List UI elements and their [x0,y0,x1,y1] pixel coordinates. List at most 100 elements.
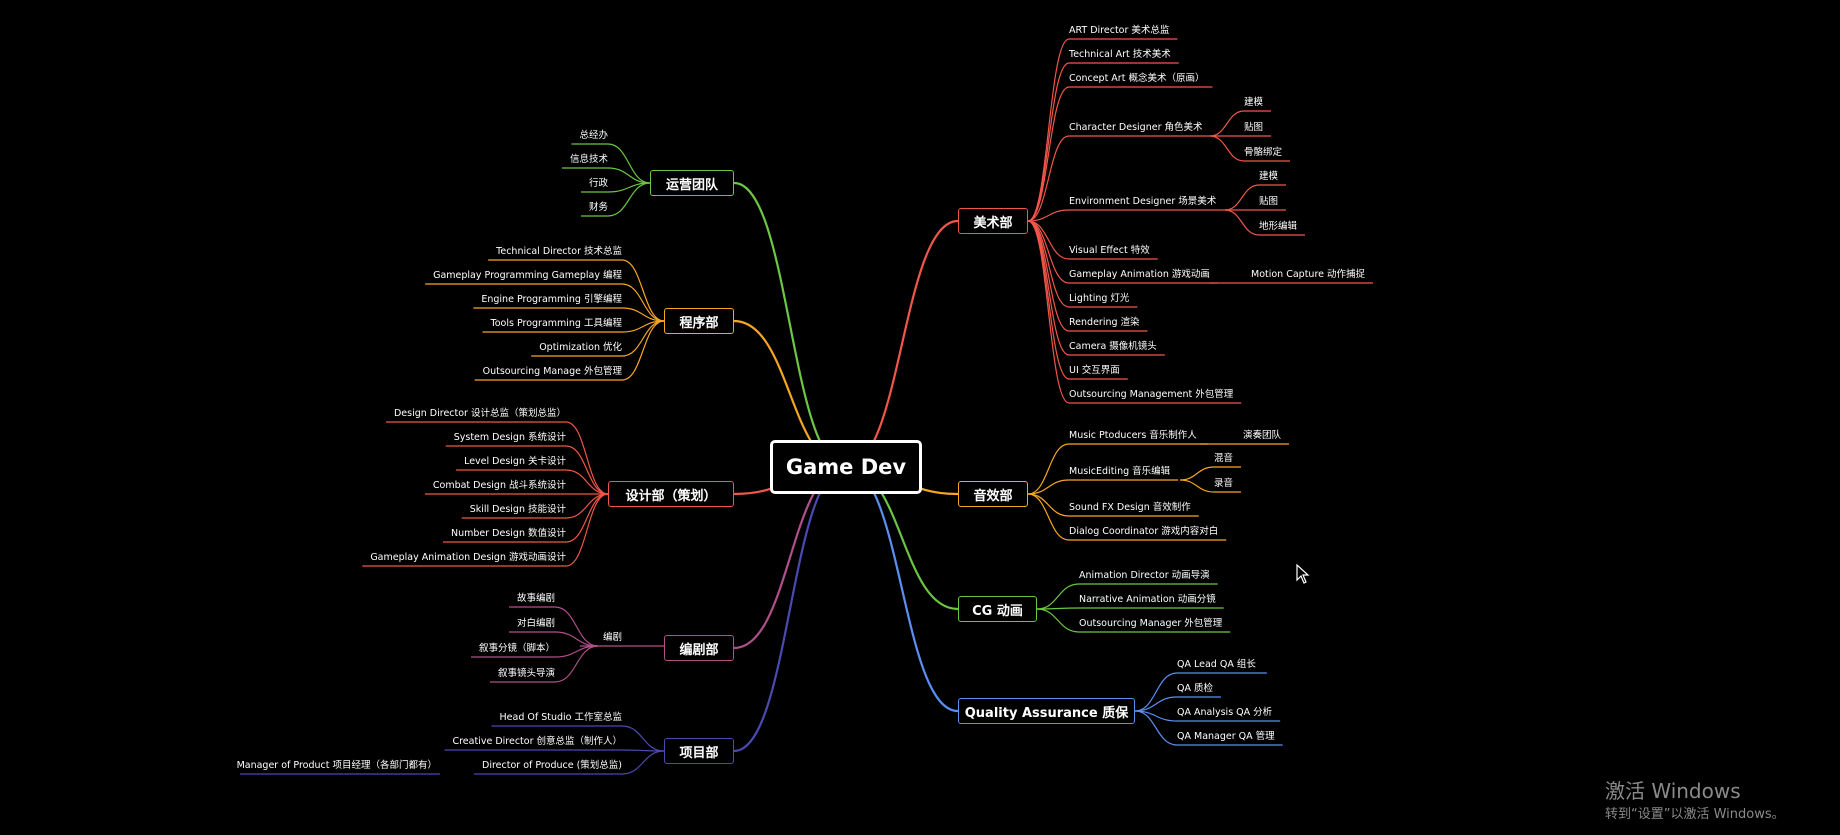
connector-line [1036,583,1080,610]
connector-line [621,320,665,381]
art-item[interactable]: Camera 摄像机镜头 [1069,341,1157,352]
art-character-sub[interactable]: 贴图 [1244,122,1264,133]
connector-line [1134,710,1178,746]
art-item[interactable]: Technical Art 技术美术 [1069,49,1171,60]
branch-audio[interactable]: 音效部 [958,481,1028,507]
branch-project[interactable]: 项目部 [664,738,734,764]
ops-item[interactable]: 总经办 [579,130,608,141]
art-environment-sub[interactable]: 地形编辑 [1259,221,1298,232]
art-environment-sub[interactable]: 贴图 [1259,196,1279,207]
connector-line [1209,110,1245,137]
audio-item[interactable]: Dialog Coordinator 游戏内容对白 [1069,526,1219,537]
connector-line [621,750,665,775]
connector-line [1027,220,1070,404]
art-item[interactable]: Concept Art 概念美术（原画） [1069,73,1205,84]
connector-line [1027,493,1070,541]
connector-line [607,182,651,217]
ops-item[interactable]: 行政 [588,178,608,189]
connector-line [1027,209,1070,222]
design-item[interactable]: Design Director 设计总监（策划总监） [393,408,566,419]
design-item[interactable]: Gameplay Animation Design 游戏动画设计 [370,552,566,563]
design-item[interactable]: System Design 系统设计 [453,432,566,443]
project-item[interactable]: Head Of Studio 工作室总监 [499,712,622,723]
activation-watermark-title: 激活 Windows [1605,779,1741,803]
art-item[interactable]: Character Designer 角色美术 [1069,122,1203,133]
audio-item[interactable]: MusicEditing 音乐编辑 [1069,466,1171,477]
art-environment-sub[interactable]: 建模 [1259,171,1279,182]
art-item[interactable]: UI 交互界面 [1069,365,1120,376]
art-animation-sub[interactable]: Motion Capture 动作捕捉 [1251,269,1366,280]
audio-item[interactable]: Sound FX Design 音效制作 [1069,502,1191,513]
art-character-sub[interactable]: 建模 [1244,97,1264,108]
audio-producer-sub[interactable]: 演奏团队 [1243,430,1282,441]
qa-item[interactable]: QA Lead QA 组长 [1177,659,1256,670]
connector-line [621,259,665,322]
art-item[interactable]: Environment Designer 场景美术 [1069,196,1217,207]
connector-line [607,143,651,184]
qa-item[interactable]: QA Analysis QA 分析 [1177,707,1273,718]
art-item[interactable]: ART Director 美术总监 [1069,25,1170,36]
script-item[interactable]: 对白编剧 [516,618,555,629]
branch-design[interactable]: 设计部（策划） [608,481,734,507]
program-item[interactable]: Technical Director 技术总监 [496,246,622,257]
script-item[interactable]: 叙事镜头导演 [497,668,555,679]
design-item[interactable]: Combat Design 战斗系统设计 [432,480,566,491]
project-item[interactable]: Creative Director 创意总监（制作人） [452,736,622,747]
script-mid[interactable]: 编剧 [602,632,622,643]
script-item[interactable]: 叙事分镜（脚本） [478,643,555,654]
design-item[interactable]: Skill Design 技能设计 [469,504,566,515]
project-produce-sub[interactable]: Manager of Product 项目经理（各部门都有） [236,760,437,771]
connector-line [554,645,599,683]
project-item[interactable]: Director of Produce (策划总监) [482,760,622,771]
central-topic[interactable]: Game Dev [770,440,922,494]
script-item[interactable]: 故事编剧 [516,593,555,604]
connector-line [1209,135,1245,162]
art-character-sub[interactable]: 骨骼绑定 [1244,147,1283,158]
program-item[interactable]: Outsourcing Manage 外包管理 [482,366,622,377]
connector-line [1027,86,1070,222]
audio-item[interactable]: Music Ptoducers 音乐制作人 [1069,430,1197,441]
connector-line [1224,209,1260,236]
connector-line [1224,184,1260,211]
art-item[interactable]: Gameplay Animation 游戏动画 [1069,269,1210,280]
connector-line [1027,479,1070,495]
mouse-cursor-icon [1296,564,1310,584]
connector-line [565,445,609,495]
art-item[interactable]: Rendering 渲染 [1069,317,1140,328]
connector-line [1179,479,1215,493]
art-item[interactable]: Lighting 灯光 [1069,293,1130,304]
art-item[interactable]: Visual Effect 特效 [1069,245,1150,256]
connector-line [1134,672,1178,712]
audio-editing-sub[interactable]: 录音 [1214,478,1234,489]
activation-watermark-subtitle: 转到“设置”以激活 Windows。 [1605,807,1785,822]
cg-item[interactable]: Outsourcing Manager 外包管理 [1079,618,1223,629]
program-item[interactable]: Optimization 优化 [539,342,622,353]
design-item[interactable]: Level Design 关卡设计 [464,456,566,467]
branch-ops[interactable]: 运营团队 [650,170,734,196]
connector-line [1134,696,1178,712]
ops-item[interactable]: 信息技术 [569,154,608,165]
design-item[interactable]: Number Design 数值设计 [450,528,566,539]
connector-line [565,469,609,495]
connector-line [621,725,665,752]
audio-editing-sub[interactable]: 混音 [1214,453,1234,464]
program-item[interactable]: Engine Programming 引擎编程 [481,294,622,305]
program-item[interactable]: Gameplay Programming Gameplay 编程 [433,270,622,281]
cg-item[interactable]: Animation Director 动画导演 [1079,570,1210,581]
qa-item[interactable]: QA Manager QA 管理 [1177,731,1275,742]
connector-line [554,631,599,647]
connector-line [565,421,609,495]
branch-program[interactable]: 程序部 [664,308,734,334]
branch-script[interactable]: 编剧部 [664,635,734,661]
qa-item[interactable]: QA 质检 [1177,683,1213,694]
program-item[interactable]: Tools Programming 工具编程 [490,318,622,329]
branch-qa[interactable]: Quality Assurance 质保 [958,698,1135,724]
connector-line [1027,135,1070,222]
connector-line [621,283,665,322]
branch-art[interactable]: 美术部 [958,208,1028,234]
connector-line [565,493,609,567]
ops-item[interactable]: 财务 [588,202,608,213]
cg-item[interactable]: Narrative Animation 动画分镜 [1079,594,1216,605]
art-item[interactable]: Outsourcing Management 外包管理 [1069,389,1234,400]
branch-cg[interactable]: CG 动画 [958,596,1037,622]
